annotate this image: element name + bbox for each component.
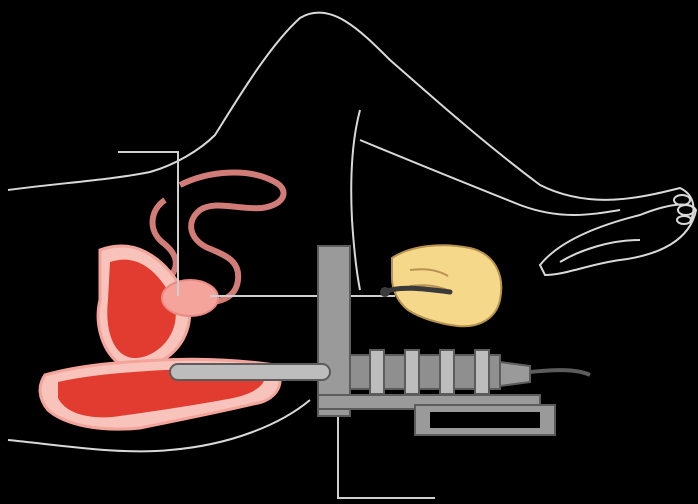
device-cable — [530, 370, 590, 375]
uterus — [98, 246, 218, 369]
ovary — [162, 280, 218, 316]
device-probe-shaft — [170, 364, 330, 380]
leg-outline — [360, 140, 620, 215]
needle-tip — [380, 287, 390, 297]
hand — [380, 245, 501, 326]
thigh-lower-outline — [351, 110, 360, 290]
device-vertical-post — [318, 246, 350, 416]
device-base-inner — [430, 412, 540, 428]
device-tail — [500, 362, 530, 386]
